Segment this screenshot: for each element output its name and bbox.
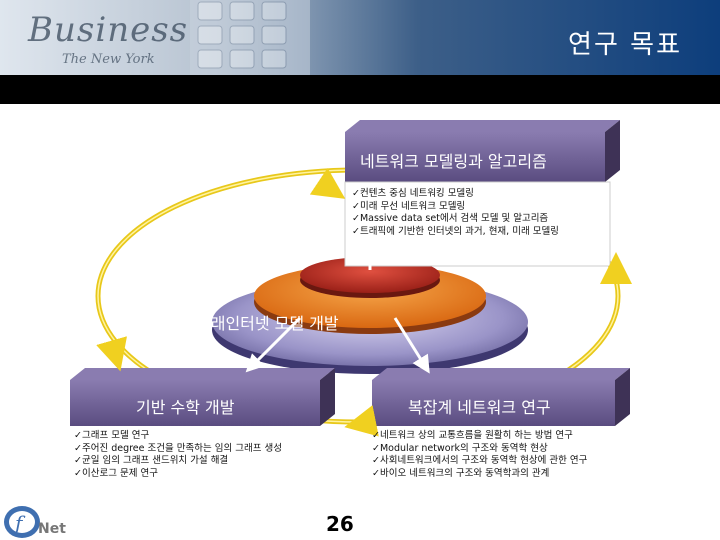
list-item: 네트워크 상의 교통흐름을 원활히 하는 방법 연구: [372, 430, 587, 443]
header-banner: Business The New York 연구 목표: [0, 0, 720, 75]
list-item: Modular network의 구조와 동역학 현상: [372, 443, 587, 456]
logo-text: Net: [38, 521, 66, 537]
right-box-bullets: 네트워크 상의 교통흐름을 원활히 하는 방법 연구 Modular netwo…: [372, 430, 587, 480]
list-item: 컨텐츠 중심 네트워킹 모델링: [352, 188, 559, 201]
brand-text: Business: [28, 10, 189, 50]
top-box-bullets: 컨텐츠 중심 네트워킹 모델링 미래 무선 네트워크 모델링 Massive d…: [352, 188, 559, 238]
list-item: 바이오 네트워크의 구조와 동역학과의 관계: [372, 468, 587, 481]
top-box-title: 네트워크 모델링과 알고리즘: [360, 152, 547, 171]
keypad-image: [190, 0, 310, 75]
list-item: Massive data set에서 검색 모델 및 알고리즘: [352, 213, 559, 226]
center-arrow-right: [393, 317, 430, 374]
brand-subtext: The New York: [62, 52, 155, 67]
fnet-logo-icon: f: [4, 506, 40, 538]
left-box-bullets: 그래프 모델 연구 주어진 degree 조건을 만족하는 임의 그래프 생성 …: [74, 430, 282, 480]
list-item: 이산로그 문제 연구: [74, 468, 282, 481]
center-arrow-left: [245, 316, 302, 373]
header-divider-bar: [0, 75, 720, 104]
list-item: 주어진 degree 조건을 만족하는 임의 그래프 생성: [74, 443, 282, 456]
slide-title: 연구 목표: [568, 30, 682, 60]
left-box-title: 기반 수학 개발: [136, 398, 235, 417]
list-item: 미래 무선 네트워크 모델링: [352, 201, 559, 214]
list-item: 사회네트워크에서의 구조와 동역학 현상에 관한 연구: [372, 455, 587, 468]
right-box-title: 복잡계 네트워크 연구: [408, 398, 551, 417]
cycle-arrow-top-left: [309, 167, 346, 199]
list-item: 트래픽에 기반한 인터넷의 과거, 현재, 미래 모델링: [352, 226, 559, 239]
center-label: 미래인터넷 모델 개발: [196, 314, 339, 333]
list-item: 균일 임의 그래프 샌드위치 가설 해결: [74, 455, 282, 468]
cycle-arrow-bottom: [344, 405, 379, 437]
page-number: 26: [326, 512, 354, 536]
cycle-arrow-left: [96, 336, 127, 372]
center-disc: [212, 257, 528, 374]
list-item: 그래프 모델 연구: [74, 430, 282, 443]
